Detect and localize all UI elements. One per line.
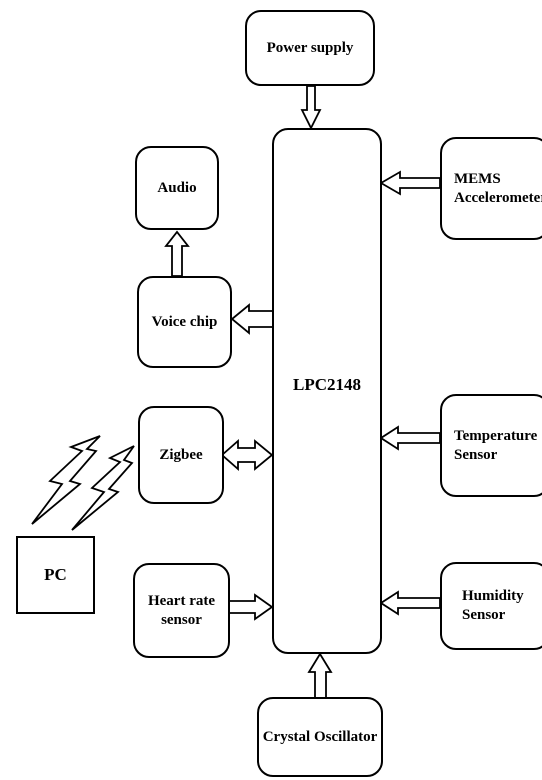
lightning-bolt-icon (31, 435, 101, 525)
voice-chip-label: Voice chip (151, 313, 218, 330)
crystal-oscillator-label: Crystal Oscillator (262, 728, 378, 745)
arrow-power-to-mcu (300, 85, 322, 131)
temperature-label-line1: Temperature (454, 427, 538, 444)
heart-rate-sensor-block: Heart rate sensor (133, 563, 230, 658)
temperature-label-line2: Sensor (454, 446, 498, 463)
mems-accelerometer-block: MEMS Accelerometer (440, 137, 542, 240)
mems-label-line1: MEMS (454, 170, 501, 187)
arrow-humidity-to-mcu (379, 590, 441, 616)
power-supply-block: Power supply (245, 10, 375, 86)
pc-block: PC (16, 536, 95, 614)
humidity-label-line1: Humidity (462, 588, 524, 605)
lpc2148-microcontroller-block: LPC2148 (272, 128, 382, 654)
audio-block: Audio (135, 146, 219, 230)
arrow-temp-to-mcu (379, 425, 441, 451)
pc-label: PC (44, 565, 67, 585)
audio-label: Audio (157, 179, 197, 196)
zigbee-label: Zigbee (159, 446, 203, 463)
power-supply-label: Power supply (266, 39, 354, 56)
humidity-sensor-block: Humidity Sensor (440, 562, 542, 650)
heart-rate-label-line1: Heart rate (147, 592, 216, 609)
arrow-heart-to-mcu (227, 593, 274, 621)
crystal-oscillator-block: Crystal Oscillator (257, 697, 383, 777)
arrow-zigbee-mcu (220, 439, 274, 471)
mems-label-line2: Accelerometer (454, 189, 542, 206)
arrow-mems-to-mcu (379, 170, 441, 196)
arrow-voice-to-audio (164, 230, 190, 277)
zigbee-block: Zigbee (138, 406, 224, 504)
humidity-label-line2: Sensor (462, 607, 506, 623)
voice-chip-block: Voice chip (137, 276, 232, 368)
heart-rate-label-line2: sensor (161, 611, 202, 628)
arrow-mcu-to-voice (230, 303, 274, 335)
temperature-sensor-block: Temperature Sensor (440, 394, 542, 497)
arrow-crystal-to-mcu (307, 652, 333, 699)
lpc2148-label: LPC2148 (293, 375, 361, 394)
lightning-bolt-icon (71, 445, 135, 531)
